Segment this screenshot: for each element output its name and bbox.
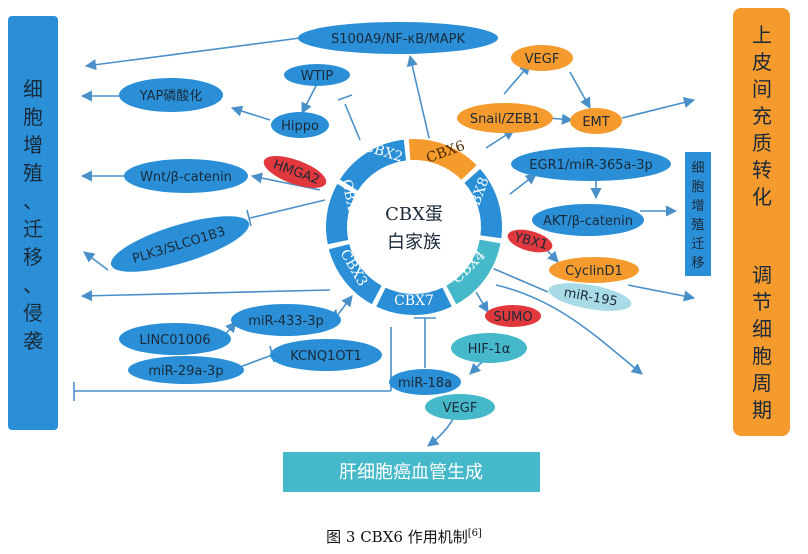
center-label-line2: 白家族 [387, 232, 441, 253]
svg-text:VEGF: VEGF [525, 52, 560, 67]
svg-text:miR-433-3p: miR-433-3p [248, 314, 324, 329]
right-panel-label-top-char: 上 [752, 23, 772, 47]
side-panel-label-char: 胞 [691, 180, 704, 195]
side-panel-label-char: 殖 [691, 217, 704, 233]
svg-text:miR-18a: miR-18a [398, 376, 452, 391]
ring-center [349, 162, 479, 292]
ring-segment-cbx3 [326, 241, 385, 307]
ring-segment-cbx2 [337, 137, 409, 194]
ring-segment-cbx8 [461, 166, 504, 241]
svg-text:miR-29a-3p: miR-29a-3p [148, 364, 223, 379]
right-panel-label-bottom-char: 期 [752, 398, 772, 422]
svg-text:YAP磷酸化: YAP磷酸化 [139, 89, 203, 104]
node-emt: EMT [570, 108, 622, 134]
side-panel-label-char: 细 [691, 161, 704, 176]
right-panel-label-bottom-char: 周 [752, 371, 772, 395]
node-linc: LINC01006 [119, 323, 231, 355]
left-panel-label-char: 侵 [23, 301, 43, 325]
node-hmga2: HMGA2 [263, 156, 327, 188]
right-panel-label-top-char: 皮 [752, 50, 772, 74]
node-mir195: miR-195 [548, 283, 632, 311]
svg-text:KCNQ1OT1: KCNQ1OT1 [290, 349, 362, 364]
ring-segment-cbx7 [373, 284, 455, 317]
svg-text:S100A9/NF-κB/MAPK: S100A9/NF-κB/MAPK [331, 32, 465, 47]
svg-text:Hippo: Hippo [281, 119, 319, 134]
left-panel-label-char: 袭 [23, 329, 43, 353]
right-panel-label-top-char: 质 [752, 131, 772, 155]
right-panel-label-bottom-char: 细 [752, 317, 772, 341]
caption-text: 图 3 CBX6 作用机制 [326, 528, 468, 546]
node-akt: AKT/β-catenin [532, 204, 644, 236]
bottom-panel-label: 肝细胞癌血管生成 [339, 462, 483, 483]
center-label-line1: CBX蛋 [385, 204, 443, 225]
left-panel-label-char: 、 [23, 189, 43, 213]
right-panel-label-bottom-char: 胞 [752, 344, 772, 368]
svg-text:Snail/ZEB1: Snail/ZEB1 [470, 112, 540, 127]
connectors [73, 37, 696, 447]
segment-label-cbx7: CBX7 [394, 293, 434, 309]
node-plk3: PLK3/SLCO1B3 [110, 216, 250, 272]
node-vegf-bottom: VEGF [425, 394, 495, 420]
ring-segment-cbx1 [324, 181, 359, 247]
right-panel-label-top-char: 间 [752, 77, 772, 101]
bottom-outcome-panel: 肝细胞癌血管生成 [283, 452, 540, 492]
right-panel-label-top-char: 充 [752, 104, 772, 128]
node-wnt: Wnt/β-catenin [124, 159, 248, 193]
figure-caption: 图 3 CBX6 作用机制[6] [0, 526, 808, 547]
svg-text:LINC01006: LINC01006 [139, 333, 210, 348]
left-panel-label-char: 增 [23, 133, 43, 157]
side-panel-label-char: 迁 [691, 237, 704, 252]
svg-text:CyclinD1: CyclinD1 [565, 264, 623, 279]
svg-text:AKT/β-catenin: AKT/β-catenin [543, 214, 633, 229]
svg-text:VEGF: VEGF [443, 401, 478, 416]
node-mir433: miR-433-3p [231, 304, 341, 336]
node-yap: YAP磷酸化 [119, 78, 223, 112]
right-panel-label-bottom-char: 节 [752, 290, 772, 314]
left-panel-label-char: 殖 [23, 161, 43, 185]
right-panel-label-top-char: 转 [752, 158, 772, 182]
svg-text:SUMO: SUMO [493, 310, 532, 325]
left-panel-label-char: 细 [23, 77, 43, 101]
side-panel-label-char: 移 [691, 256, 704, 271]
node-snail: Snail/ZEB1 [457, 103, 553, 133]
svg-text:WTIP: WTIP [301, 69, 334, 84]
node-egr1: EGR1/miR-365a-3p [511, 147, 671, 181]
node-mir29: miR-29a-3p [128, 356, 244, 384]
node-vegf-top: VEGF [511, 45, 573, 71]
left-panel-label-char: 胞 [23, 105, 43, 129]
svg-text:Wnt/β-catenin: Wnt/β-catenin [140, 170, 232, 185]
node-s100a9: S100A9/NF-κB/MAPK [298, 22, 498, 54]
right-panel-label-top-char: 化 [752, 185, 772, 209]
node-hif: HIF-1α [451, 333, 527, 363]
left-panel-label-char: 迁 [23, 217, 43, 241]
svg-text:EMT: EMT [582, 115, 609, 130]
node-hippo: Hippo [271, 112, 329, 138]
ring-segment-cbx4 [443, 237, 503, 307]
left-panel-label-char: 移 [23, 245, 43, 269]
cbx-ring [324, 137, 504, 317]
left-panel-label-char: 、 [23, 273, 43, 297]
node-ybx: YBX1 [507, 229, 553, 253]
node-wtip: WTIP [284, 64, 350, 86]
caption-ref: [6] [467, 528, 482, 539]
ring-segment-cbx6 [406, 137, 480, 183]
right-panel-label-bottom-char: 调 [752, 263, 772, 287]
side-panel-label-char: 增 [691, 199, 704, 214]
svg-text:EGR1/miR-365a-3p: EGR1/miR-365a-3p [529, 158, 652, 173]
node-cyclin: CyclinD1 [549, 257, 639, 283]
node-kcnq: KCNQ1OT1 [270, 339, 382, 371]
node-sumo: SUMO [485, 305, 541, 327]
node-mir18a: miR-18a [389, 369, 461, 395]
svg-text:HIF-1α: HIF-1α [468, 342, 511, 357]
